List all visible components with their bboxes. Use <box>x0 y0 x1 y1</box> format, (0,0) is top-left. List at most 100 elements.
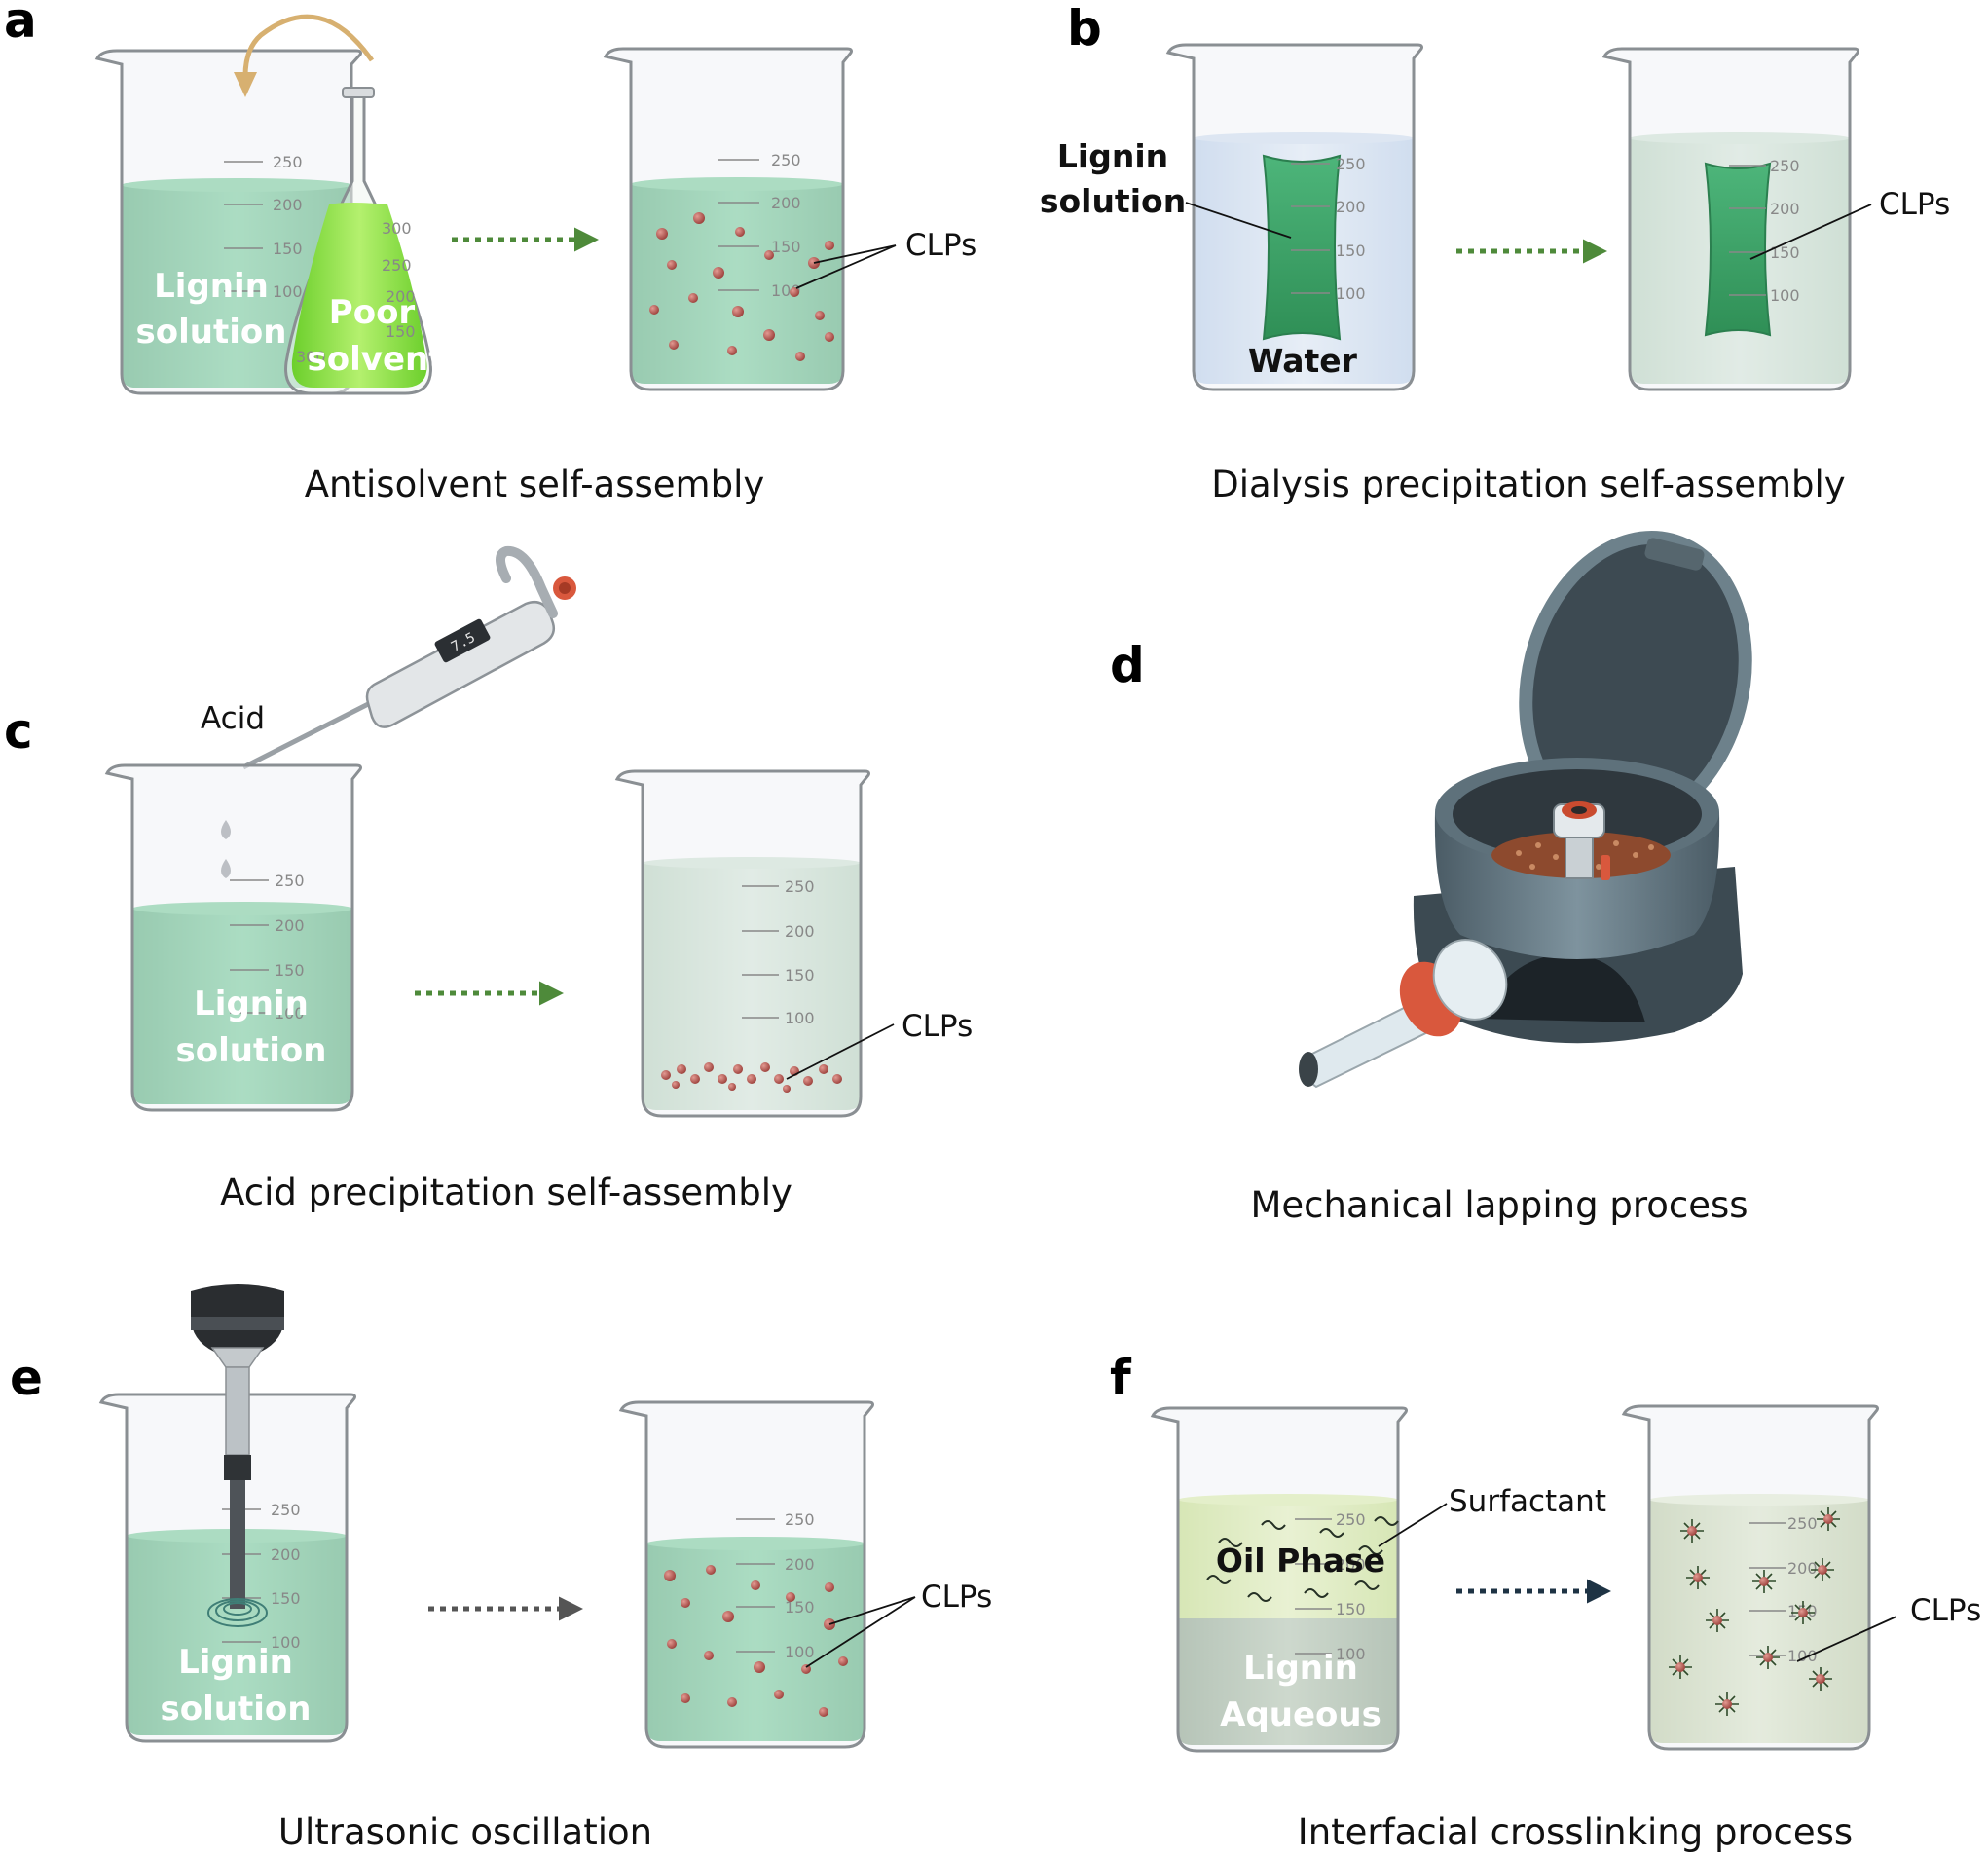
svg-text:150: 150 <box>271 1589 301 1608</box>
panel-letter-f: f <box>1110 1350 1132 1406</box>
leader-clps-e <box>805 1596 916 1668</box>
leader-clps-b <box>1749 204 1872 260</box>
panel-letter-d: d <box>1110 637 1145 693</box>
mill-beads <box>1516 840 1654 870</box>
surfactant-squiggles <box>1206 1516 1399 1602</box>
label-lignin-aqueous-line1: Lignin <box>1243 1649 1358 1688</box>
svg-text:200: 200 <box>271 1545 301 1564</box>
svg-text:250: 250 <box>382 256 412 275</box>
poor-solvent-flask: 300 250 200 150 300 Poor solvent <box>284 87 444 395</box>
svg-text:150: 150 <box>771 238 801 256</box>
label-clps-e: CLPs <box>921 1580 992 1615</box>
label-lignin-aqueous-line2: Aqueous <box>1220 1695 1381 1734</box>
beaker-a-source-graduations: 250 200 150 100 <box>224 153 303 301</box>
beaker-a-source: 250 200 150 100 Lignin solution <box>94 49 362 395</box>
panel-letter-c: c <box>4 703 33 760</box>
beaker-a-label-line1: Lignin <box>154 267 269 306</box>
svg-text:100: 100 <box>271 1633 301 1652</box>
svg-text:100: 100 <box>1770 286 1800 305</box>
svg-text:150: 150 <box>785 1598 815 1617</box>
beaker-e-label-line1: Lignin <box>178 1643 293 1682</box>
dialysis-bag-b1 <box>1262 154 1342 341</box>
caption-e: Ultrasonic oscillation <box>278 1811 652 1853</box>
panel-f: f 250 2 <box>1110 1350 1981 1853</box>
beaker-c1-graduations: 250 200 150 100 <box>230 872 305 1022</box>
pour-arrow-head-icon <box>234 72 257 97</box>
panel-b: b 250 200 150 100 Water Lignin solution <box>1040 0 1950 505</box>
svg-text:200: 200 <box>1336 198 1366 216</box>
beaker-e1-graduations: 250 200 150 100 <box>222 1501 301 1652</box>
svg-text:100: 100 <box>785 1643 815 1661</box>
label-clps-f: CLPs <box>1910 1593 1981 1628</box>
svg-text:200: 200 <box>1770 200 1800 218</box>
pipette-icon: 7.5 <box>241 545 576 770</box>
ultrasonic-probe-icon <box>191 1284 284 1627</box>
flask-label-line1: Poor <box>329 293 416 332</box>
svg-text:100: 100 <box>1787 1647 1818 1665</box>
beaker-e-source: 250 200 150 100 Lignin solution <box>98 1284 356 1743</box>
label-water: Water <box>1248 342 1358 380</box>
label-acid: Acid <box>201 701 265 736</box>
beaker-a-product-graduations: 250 200 150 100 <box>718 151 801 300</box>
caption-f: Interfacial crosslinking process <box>1298 1811 1853 1853</box>
beaker-b2-graduations: 250 200 150 100 <box>1729 157 1800 305</box>
svg-text:200: 200 <box>785 1555 815 1574</box>
beaker-c2-graduations: 250 200 150 100 <box>742 877 815 1027</box>
label-clps-b: CLPs <box>1879 187 1950 222</box>
beaker-b1-graduations: 250 200 150 100 <box>1291 155 1366 303</box>
svg-text:200: 200 <box>1336 1555 1366 1574</box>
svg-text:200: 200 <box>273 196 303 214</box>
dialysis-bag-b2 <box>1704 162 1772 337</box>
svg-text:100: 100 <box>1336 1645 1366 1663</box>
svg-text:150: 150 <box>386 322 416 341</box>
svg-text:150: 150 <box>1770 243 1800 262</box>
svg-text:200: 200 <box>275 916 305 935</box>
svg-text:200: 200 <box>771 194 801 212</box>
label-oil-phase: Oil Phase <box>1216 1542 1385 1580</box>
svg-text:250: 250 <box>785 1510 815 1529</box>
panel-letter-a: a <box>4 0 37 49</box>
flask-graduations: 300 250 200 150 300 <box>296 219 416 366</box>
svg-text:200: 200 <box>386 287 416 306</box>
panel-c: c 7.5 Acid 250 200 <box>4 545 973 1213</box>
leader-lignin-b <box>1185 202 1292 239</box>
svg-text:250: 250 <box>1770 157 1800 175</box>
beaker-c-label-line1: Lignin <box>194 985 309 1023</box>
label-lignin-solution-b-line1: Lignin <box>1057 137 1168 175</box>
svg-text:250: 250 <box>1336 155 1366 173</box>
beaker-b-product: 250 200 150 100 <box>1601 47 1859 391</box>
clp-particles-e <box>664 1565 848 1717</box>
svg-text:100: 100 <box>785 1009 815 1027</box>
svg-text:100: 100 <box>275 1004 305 1022</box>
panel-letter-b: b <box>1067 0 1102 56</box>
beaker-f-source: 250 200 150 100 Oil Phase Lignin Aqueous <box>1150 1406 1408 1753</box>
svg-text:200: 200 <box>785 922 815 941</box>
svg-text:100: 100 <box>273 282 303 301</box>
panel-a: a 250 200 150 100 Lignin solution <box>4 0 976 505</box>
svg-text:150: 150 <box>273 240 303 258</box>
beaker-e-label-line2: solution <box>161 1690 312 1729</box>
label-clps-c: CLPs <box>902 1009 973 1044</box>
beaker-a-label-line2: solution <box>136 313 287 352</box>
beaker-e2-graduations: 250 200 150 100 <box>736 1510 815 1661</box>
mill-base-cutout <box>1480 954 1645 1022</box>
svg-text:250: 250 <box>1336 1510 1366 1529</box>
caption-c: Acid precipitation self-assembly <box>220 1171 792 1213</box>
label-surfactant: Surfactant <box>1449 1484 1606 1519</box>
svg-text:150: 150 <box>275 961 305 980</box>
svg-text:250: 250 <box>1787 1514 1818 1533</box>
label-clps-a: CLPs <box>905 228 976 263</box>
caption-a: Antisolvent self-assembly <box>305 464 765 505</box>
panel-d: d <box>1110 531 1752 1226</box>
svg-text:100: 100 <box>1336 284 1366 303</box>
panel-e: e 250 200 150 100 <box>10 1284 992 1853</box>
svg-text:150: 150 <box>785 966 815 985</box>
beaker-f-product: 250 200 150 100 <box>1621 1404 1879 1751</box>
ball-mill-machine <box>1299 531 1752 1089</box>
pour-arrow-icon <box>242 14 375 77</box>
beaker-e-product: 250 200 150 100 <box>618 1400 874 1749</box>
beaker-b-dialysis: 250 200 150 100 Water <box>1165 43 1423 391</box>
svg-text:250: 250 <box>271 1501 301 1519</box>
clp-particles-a <box>649 212 834 361</box>
